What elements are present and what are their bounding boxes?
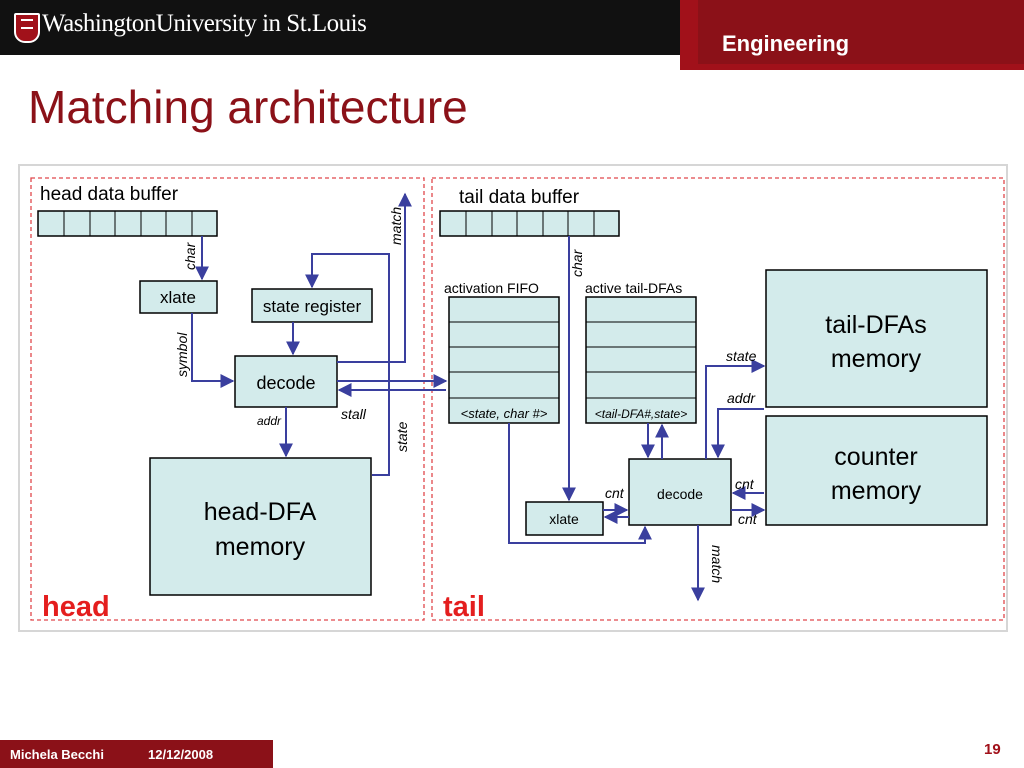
head-dfa-memory-line2: memory (215, 533, 306, 561)
tail-dfas-memory-box (765, 269, 988, 408)
tail-addr-arrow (711, 408, 764, 459)
fifo-entry-format: <state, char #> (461, 406, 548, 421)
tail-state-label: state (726, 348, 757, 364)
tail-region (431, 177, 1005, 621)
activation-fifo (448, 296, 560, 424)
slide-title: Matching architecture (28, 81, 468, 133)
tail-match-label: match (709, 545, 725, 583)
head-data-buffer (37, 210, 218, 237)
cnt-out-label: cnt (738, 511, 758, 527)
active-entry-format: <tail-DFA#,state> (595, 407, 687, 421)
tail-dfas-memory-line1: tail-DFAs (825, 311, 926, 339)
head-decode-label: decode (256, 373, 315, 393)
tail-data-buffer-label: tail data buffer (459, 187, 580, 208)
tail-decode-label: decode (657, 486, 703, 502)
tail-decode-box (628, 458, 732, 526)
head-state-label: state (394, 421, 410, 452)
school-banner-inner (698, 0, 1024, 64)
head-addr-label: addr (257, 414, 282, 428)
head-dfa-memory-box (149, 457, 372, 596)
tail-data-buffer (439, 210, 620, 237)
head-xlate-box (139, 280, 218, 314)
counter-memory-line1: counter (834, 443, 917, 471)
university-crest-icon (14, 13, 40, 43)
head-match-arrow (337, 192, 412, 363)
tail-char-label: char (569, 248, 585, 277)
footer-bar: Michela Becchi 12/12/2008 (0, 740, 273, 768)
head-match-label: match (388, 207, 404, 245)
head-symbol-arrow (191, 313, 235, 388)
head-data-buffer-label: head data buffer (40, 184, 179, 205)
tail-state-arrow (705, 359, 766, 459)
page-number: 19 (984, 741, 1001, 758)
head-dfa-memory-line1: head-DFA (204, 498, 317, 526)
footer-author: Michela Becchi (10, 747, 104, 762)
head-section-label: head (42, 591, 110, 623)
tail-dfas-memory-line2: memory (831, 345, 922, 373)
counter-memory-box (765, 415, 988, 526)
cnt-left-label: cnt (605, 485, 625, 501)
tail-section-label: tail (443, 591, 485, 623)
head-state-feedback-arrow (305, 253, 390, 476)
state-register-box (251, 288, 373, 323)
head-char-label: char (182, 241, 198, 270)
university-name: WashingtonUniversity in St.Louis (42, 10, 367, 37)
tail-xlate-box (525, 501, 604, 536)
active-tail-dfas-label: active tail-DFAs (585, 280, 682, 296)
head-region (30, 177, 425, 621)
counter-memory-line2: memory (831, 477, 922, 505)
activation-fifo-label: activation FIFO (444, 280, 539, 296)
tail-xlate-label: xlate (549, 511, 579, 527)
school-name: Engineering (722, 31, 850, 56)
diagram-frame (18, 164, 1008, 632)
active-tail-dfas-list (585, 296, 697, 424)
cnt-in-label: cnt (735, 476, 755, 492)
footer-date: 12/12/2008 (148, 747, 214, 762)
state-register-label: state register (263, 297, 362, 316)
tail-addr-label: addr (727, 390, 756, 406)
head-symbol-label: symbol (174, 332, 190, 377)
head-xlate-label: xlate (160, 288, 196, 307)
head-stall-label: stall (341, 406, 367, 422)
fifo-to-decode-arrow (508, 423, 652, 544)
